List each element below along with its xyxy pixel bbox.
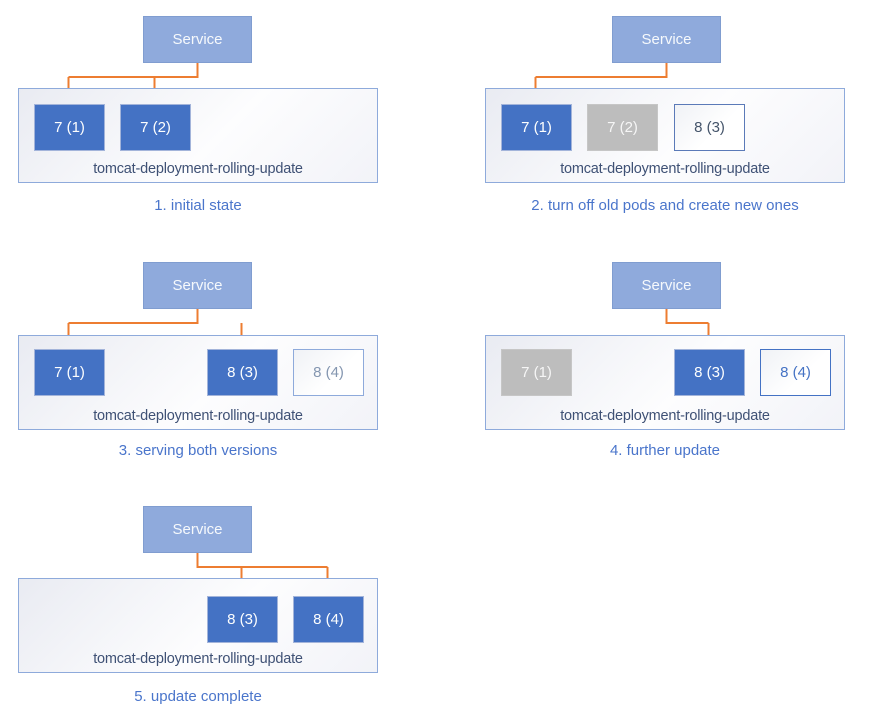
pod-box: 8 (4) (293, 349, 364, 396)
pod-label: 8 (3) (227, 364, 258, 381)
pod-label: 7 (2) (140, 119, 171, 136)
panel-caption: 3. serving both versions (118, 442, 278, 459)
pod-label: 8 (4) (780, 364, 811, 381)
pod-label: 7 (2) (607, 119, 638, 136)
deployment-box: 7 (1) 8 (3) 8 (4) tomcat-deployment-rolling… (18, 335, 378, 430)
deployment-label: tomcat-deployment-rolling-update (93, 161, 303, 177)
deployment-box: 8 (3) 8 (4) tomcat-deployment-rolling-upda… (18, 578, 378, 673)
pod-label: 8 (3) (694, 364, 725, 381)
service-label: Service (641, 31, 692, 48)
panel-caption: 2. turn off old pods and create new ones (531, 197, 799, 214)
service-label: Service (172, 31, 223, 48)
deployment-label: tomcat-deployment-rolling-update (93, 651, 303, 667)
deployment-label: tomcat-deployment-rolling-update (93, 408, 303, 424)
pod-label: 7 (1) (54, 364, 85, 381)
pod-label: 7 (1) (54, 119, 85, 136)
pod-box: 8 (3) (207, 349, 278, 396)
service-box: Service (612, 16, 721, 63)
pod-label: 8 (4) (313, 364, 344, 381)
panel-caption: 1. initial state (154, 197, 242, 214)
pod-box: 8 (4) (293, 596, 364, 643)
panel-caption: 5. update complete (134, 688, 262, 705)
deployment-box: 7 (1) 7 (2) 8 (3) tomcat-deployment-rolling… (485, 88, 845, 183)
deployment-label: tomcat-deployment-rolling-update (560, 408, 770, 424)
pod-box: 7 (2) (587, 104, 658, 151)
pod-box: 7 (1) (501, 104, 572, 151)
panel-caption: 4. further update (609, 442, 721, 459)
service-box: Service (143, 506, 252, 553)
pod-label: 8 (3) (694, 119, 725, 136)
pod-box: 8 (4) (760, 349, 831, 396)
pod-label: 8 (4) (313, 611, 344, 628)
pod-box: 7 (2) (120, 104, 191, 151)
service-label: Service (172, 521, 223, 538)
pod-label: 7 (1) (521, 364, 552, 381)
pod-label: 7 (1) (521, 119, 552, 136)
pod-box: 7 (1) (501, 349, 572, 396)
pod-box: 8 (3) (674, 349, 745, 396)
deployment-box: 7 (1) 7 (2) tomcat-deployment-rolling-upda… (18, 88, 378, 183)
pod-box: 7 (1) (34, 349, 105, 396)
pod-label: 8 (3) (227, 611, 258, 628)
pod-box: 8 (3) (674, 104, 745, 151)
service-box: Service (612, 262, 721, 309)
service-label: Service (172, 277, 223, 294)
deployment-box: 7 (1) 8 (3) 8 (4) tomcat-deployment-rolling… (485, 335, 845, 430)
service-label: Service (641, 277, 692, 294)
deployment-label: tomcat-deployment-rolling-update (560, 161, 770, 177)
pod-box: 8 (3) (207, 596, 278, 643)
service-box: Service (143, 262, 252, 309)
pod-box: 7 (1) (34, 104, 105, 151)
service-box: Service (143, 16, 252, 63)
